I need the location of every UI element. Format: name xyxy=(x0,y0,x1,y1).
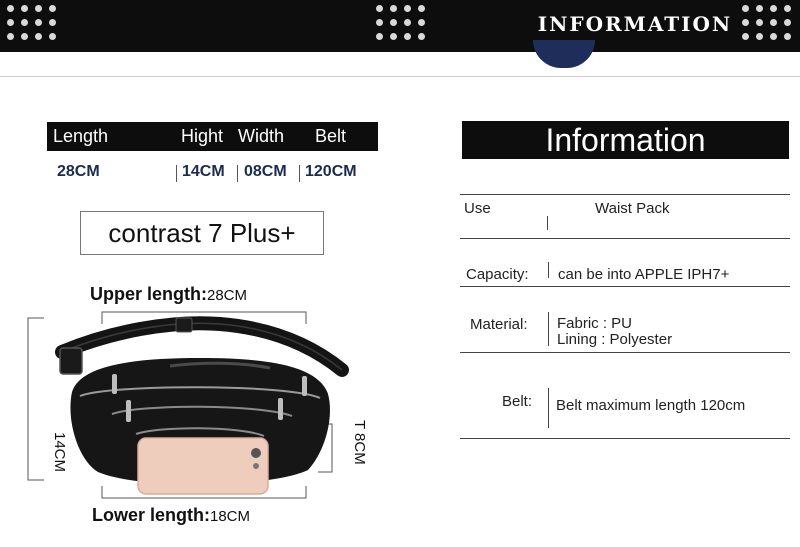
header-divider xyxy=(0,76,800,77)
contrast-label-box: contrast 7 Plus+ xyxy=(80,211,324,255)
info-separator xyxy=(548,262,549,278)
info-divider xyxy=(460,352,790,353)
info-divider xyxy=(460,286,790,287)
upper-length-value: 28CM xyxy=(207,287,248,304)
size-value-belt: 120CM xyxy=(305,163,357,180)
info-material-lining: Lining : Polyester xyxy=(557,331,673,348)
size-value-length: 28CM xyxy=(57,163,100,180)
dot-pattern-left xyxy=(7,5,56,40)
size-header-hight: Hight xyxy=(181,126,224,146)
info-use-value: Waist Pack xyxy=(595,200,670,217)
size-separator xyxy=(299,165,300,182)
size-table-header: Length Hight Width Belt xyxy=(47,122,378,151)
header-banner: INFORMATION xyxy=(0,0,800,52)
size-separator xyxy=(176,165,177,182)
info-separator xyxy=(547,216,548,230)
size-separator xyxy=(237,165,238,182)
dot-pattern-center xyxy=(376,5,425,40)
lower-length-label: Lower length:18CM xyxy=(92,505,250,526)
size-header-belt: Belt xyxy=(315,126,347,146)
info-material-fabric: Fabric : PU xyxy=(557,315,633,332)
info-separator xyxy=(548,312,549,346)
upper-length-label: Upper length:28CM xyxy=(90,284,247,305)
height-value: 14CM xyxy=(51,432,68,473)
header-semicircle-decoration xyxy=(533,40,595,68)
info-divider xyxy=(460,438,790,439)
dot-pattern-right xyxy=(742,5,791,40)
lower-length-value: 18CM xyxy=(210,508,251,525)
upper-length-title: Upper length: xyxy=(90,284,207,304)
info-material-label: Material: xyxy=(470,316,528,333)
info-use-label: Use xyxy=(464,200,491,217)
height-bracket xyxy=(27,317,44,481)
size-value-width: 08CM xyxy=(244,163,287,180)
info-belt-label: Belt: xyxy=(502,393,533,410)
thickness-label: T 8CM xyxy=(350,420,368,465)
size-value-hight: 14CM xyxy=(182,163,225,180)
header-title: INFORMATION xyxy=(537,12,733,36)
info-capacity-label: Capacity: xyxy=(466,266,529,283)
upper-length-bracket xyxy=(101,311,307,324)
info-belt-value: Belt maximum length 120cm xyxy=(556,397,746,414)
lower-length-title: Lower length: xyxy=(92,505,210,525)
info-separator xyxy=(548,388,549,428)
dimension-guides xyxy=(27,311,333,499)
height-label: 14CM xyxy=(50,432,68,472)
info-divider xyxy=(460,194,790,195)
info-divider xyxy=(460,238,790,239)
waist-bag-illustration xyxy=(55,316,349,495)
size-header-width: Width xyxy=(238,126,285,146)
size-header-length: Length xyxy=(53,126,109,146)
lower-length-bracket xyxy=(101,486,307,499)
thickness-value: T 8CM xyxy=(351,420,368,465)
information-title: Information xyxy=(462,121,789,159)
info-capacity-value: can be into APPLE IPH7+ xyxy=(558,266,730,283)
